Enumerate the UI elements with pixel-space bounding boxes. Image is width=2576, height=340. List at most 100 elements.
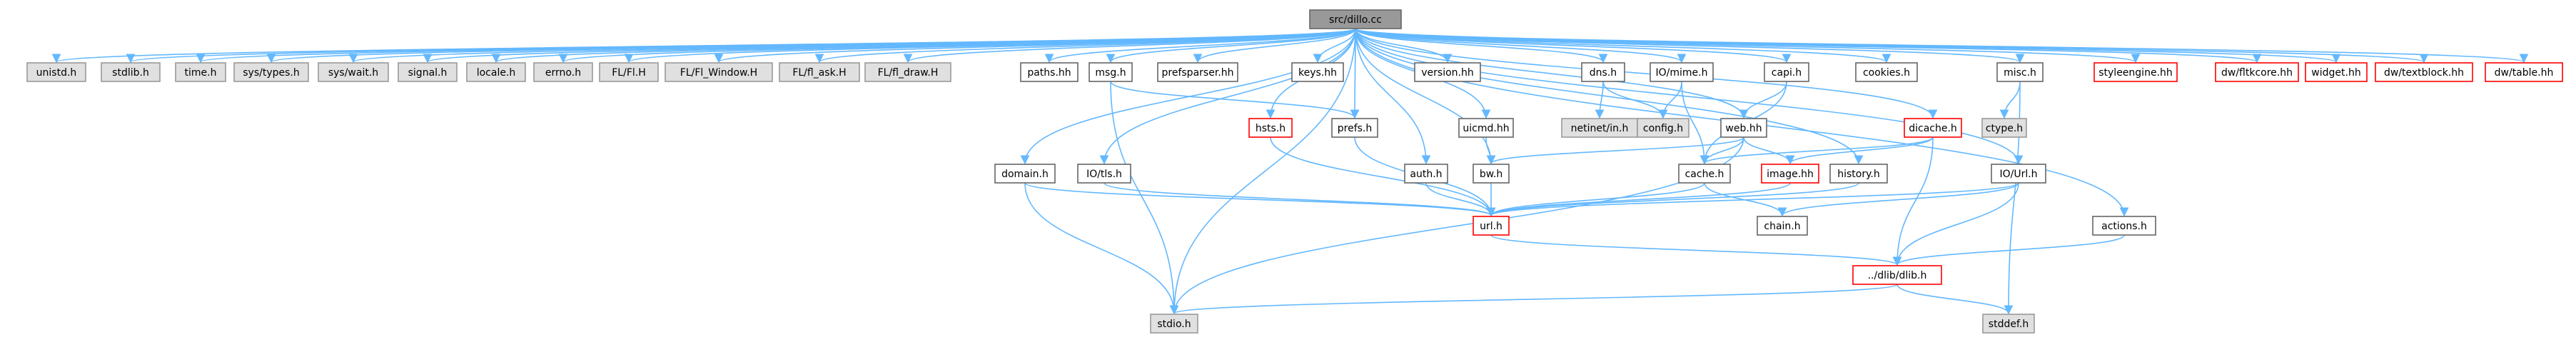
node-paths[interactable]: paths.hh: [1020, 62, 1079, 82]
node-dlib[interactable]: ../dlib/dlib.h: [1852, 265, 1942, 285]
node-signal[interactable]: signal.h: [398, 62, 458, 82]
node-ctype[interactable]: ctype.h: [1981, 118, 2027, 138]
edge-root-to-version: [1355, 28, 1453, 64]
node-capi[interactable]: capi.h: [1764, 62, 1809, 82]
node-box-unistd: [26, 62, 86, 82]
node-version[interactable]: version.hh: [1414, 62, 1481, 82]
node-uicmd[interactable]: uicmd.hh: [1458, 118, 1514, 138]
node-locale[interactable]: locale.h: [466, 62, 526, 82]
edge-root-to-prefsparser: [1193, 28, 1356, 64]
node-styleengine[interactable]: styleengine.hh: [2093, 62, 2178, 82]
node-box-time: [175, 62, 226, 82]
node-msg[interactable]: msg.h: [1089, 62, 1133, 82]
edge-root-to-history: [1355, 28, 1864, 165]
edge-dlib-to-stdio: [1170, 284, 1898, 315]
node-flfl[interactable]: FL/Fl.H: [599, 62, 659, 82]
node-label-prefsparser: prefsparser.hh: [1162, 67, 1234, 79]
node-box-msg: [1089, 62, 1133, 82]
node-cookies[interactable]: cookies.h: [1855, 62, 1918, 82]
node-box-stddef: [1982, 314, 2035, 334]
edge-web-to-bw: [1486, 136, 1744, 165]
node-box-history: [1829, 164, 1888, 184]
node-label-paths: paths.hh: [1027, 67, 1071, 79]
edge-misc-to-stddef: [2004, 81, 2021, 315]
node-box-widget: [2305, 62, 2368, 82]
node-box-image: [1761, 164, 1819, 184]
node-keys[interactable]: keys.hh: [1291, 62, 1344, 82]
node-dicache[interactable]: dicache.h: [1904, 118, 1962, 138]
node-box-bw: [1473, 164, 1510, 184]
node-label-version: version.hh: [1421, 67, 1473, 79]
node-unistd[interactable]: unistd.h: [26, 62, 86, 82]
node-box-iotls: [1077, 164, 1131, 184]
node-box-prefsparser: [1157, 62, 1238, 82]
node-domain[interactable]: domain.h: [994, 164, 1056, 184]
node-iourl[interactable]: IO/Url.h: [1991, 164, 2046, 184]
node-textblock[interactable]: dw/textblock.hh: [2375, 62, 2473, 82]
edge-uicmd-to-bw: [1485, 136, 1496, 165]
edge-domain-to-url: [1024, 182, 1496, 217]
node-widget[interactable]: widget.hh: [2305, 62, 2368, 82]
node-stdio[interactable]: stdio.h: [1150, 314, 1198, 334]
node-config[interactable]: config.h: [1637, 118, 1689, 138]
node-history[interactable]: history.h: [1829, 164, 1888, 184]
node-url[interactable]: url.h: [1473, 216, 1510, 236]
node-box-cache: [1678, 164, 1731, 184]
node-label-actions: actions.h: [2101, 221, 2147, 232]
node-label-chain: chain.h: [1764, 221, 1800, 232]
node-misc[interactable]: misc.h: [1996, 62, 2044, 82]
node-box-signal: [398, 62, 458, 82]
node-box-domain: [994, 164, 1056, 184]
node-prefsparser[interactable]: prefsparser.hh: [1157, 62, 1238, 82]
node-label-dlib: ../dlib/dlib.h: [1868, 270, 1927, 281]
node-time[interactable]: time.h: [175, 62, 226, 82]
edge-root-to-time: [196, 28, 1356, 64]
node-prefs[interactable]: prefs.h: [1331, 118, 1378, 138]
node-errno[interactable]: errno.h: [533, 62, 593, 82]
node-flwindow[interactable]: FL/Fl_Window.H: [665, 62, 773, 82]
node-box-dwtable: [2485, 62, 2563, 82]
node-cache[interactable]: cache.h: [1678, 164, 1731, 184]
node-stdlib[interactable]: stdlib.h: [101, 62, 161, 82]
node-auth[interactable]: auth.h: [1404, 164, 1448, 184]
node-label-flfl: FL/Fl.H: [612, 67, 646, 79]
node-stddef[interactable]: stddef.h: [1982, 314, 2035, 334]
node-dwtable[interactable]: dw/table.hh: [2485, 62, 2563, 82]
edge-hsts-to-url: [1270, 136, 1496, 217]
node-label-prefs: prefs.h: [1338, 123, 1373, 134]
edge-root-to-bw: [1355, 28, 1496, 165]
node-box-systypes: [233, 62, 309, 82]
node-image[interactable]: image.hh: [1761, 164, 1819, 184]
node-label-flwindow: FL/Fl_Window.H: [680, 67, 757, 79]
node-syswait[interactable]: sys/wait.h: [318, 62, 389, 82]
node-label-stdlib: stdlib.h: [112, 67, 149, 79]
node-label-systypes: sys/types.h: [243, 67, 299, 79]
node-root[interactable]: src/dillo.cc: [1309, 9, 1402, 29]
node-dns[interactable]: dns.h: [1581, 62, 1625, 82]
node-systypes[interactable]: sys/types.h: [233, 62, 309, 82]
node-bw[interactable]: bw.h: [1473, 164, 1510, 184]
node-fltkcore[interactable]: dw/fltkcore.hh: [2215, 62, 2299, 82]
node-fldraw[interactable]: FL/fl_draw.H: [864, 62, 951, 82]
node-flask[interactable]: FL/fl_ask.H: [779, 62, 860, 82]
node-chain[interactable]: chain.h: [1757, 216, 1808, 236]
edge-iourl-to-chain: [1777, 182, 2019, 217]
edge-image-to-url: [1486, 182, 1791, 217]
node-actions[interactable]: actions.h: [2092, 216, 2156, 236]
node-box-stdlib: [101, 62, 161, 82]
edge-actions-to-dlib: [1892, 234, 2125, 266]
node-label-dwtable: dw/table.hh: [2495, 67, 2554, 79]
node-box-paths: [1020, 62, 1079, 82]
node-hsts[interactable]: hsts.h: [1248, 118, 1293, 138]
edge-root-to-flwindow: [714, 28, 1356, 64]
node-label-iomime: IO/mime.h: [1656, 67, 1708, 79]
edge-root-to-dns: [1355, 28, 1608, 64]
node-iotls[interactable]: IO/tls.h: [1077, 164, 1131, 184]
node-web[interactable]: web.hh: [1720, 118, 1767, 138]
node-netinet[interactable]: netinet/in.h: [1561, 118, 1638, 138]
node-box-iomime: [1650, 62, 1714, 82]
edge-url-to-dlib: [1490, 234, 1902, 266]
node-iomime[interactable]: IO/mime.h: [1650, 62, 1714, 82]
node-label-fldraw: FL/fl_draw.H: [878, 67, 939, 79]
